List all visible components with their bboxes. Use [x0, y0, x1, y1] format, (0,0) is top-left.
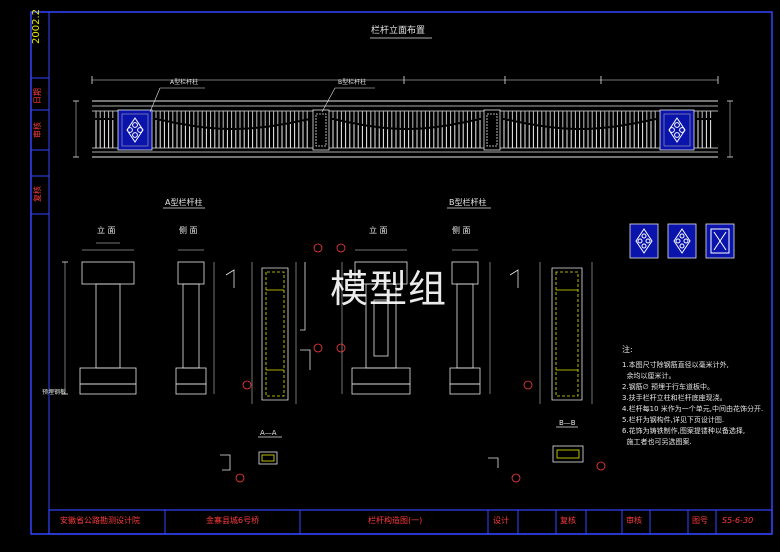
title-project: 金寨县城6号桥: [206, 516, 260, 525]
notes-block: 注: 1.本图尺寸除钢筋直径以毫米计外, 余均以厘米计。 2.钢筋∅ 预埋于行车道…: [622, 346, 763, 448]
left-strip-review: 审核: [33, 122, 42, 138]
left-strip-year: 2002.2: [31, 9, 42, 44]
title-design-label: 设计: [493, 516, 509, 525]
section-bb: B—B: [559, 419, 576, 427]
note-line: 6.花饰为铸铁制作,图案提镂种以备选择,: [622, 427, 746, 435]
note-line: 1.本图尺寸除钢筋直径以毫米计外,: [622, 361, 729, 369]
b-type-details: [341, 207, 593, 468]
middle-posts: [312, 109, 501, 151]
view-side-a: 侧 面: [179, 226, 198, 235]
title-drawing-name: 栏杆构造图(一): [368, 516, 423, 525]
base-label: 预埋钢板: [42, 389, 67, 396]
section-b-title: B型栏杆柱: [449, 198, 487, 207]
view-front-b: 立 面: [369, 226, 388, 235]
label-a-post: A型栏杆柱: [170, 79, 199, 86]
notes-lines: 1.本图尺寸除钢筋直径以毫米计外, 余均以厘米计。 2.钢筋∅ 预埋于行车道板中。…: [622, 360, 763, 448]
left-strip-date: 日期: [33, 88, 42, 104]
title-check-label: 复核: [560, 516, 576, 525]
notes-heading: 注:: [622, 345, 633, 354]
ornament-post-left: [117, 109, 153, 151]
title-institute: 安徽省公路勘测设计院: [60, 516, 140, 525]
title-review-label: 审核: [626, 516, 642, 525]
title-number-value: S5-6-30: [722, 516, 754, 525]
note-line: 3.扶手栏杆立柱和栏杆底座现浇。: [622, 394, 727, 402]
note-line: 4.栏杆每10 米作为一个单元,中间由花饰分开.: [622, 405, 764, 413]
note-line: 2.钢筋∅ 预埋于行车道板中。: [622, 383, 715, 391]
title-number-label: 图号: [692, 516, 708, 525]
balusters: [95, 111, 712, 148]
main-title: 栏杆立面布置: [371, 26, 426, 36]
watermark: 模型组: [330, 267, 448, 311]
a-type-details: [62, 207, 311, 471]
note-line: 5.栏杆为钢构件,详见下页设计图.: [622, 416, 725, 424]
callout-markers: [235, 243, 606, 483]
view-side-b: 侧 面: [452, 226, 471, 235]
ornament-post-right: [659, 109, 695, 151]
left-strip-check: 复核: [33, 186, 42, 202]
title-block: [48, 509, 773, 535]
view-front-a: 立 面: [97, 226, 116, 235]
note-line: 施工者也可另选图案.: [622, 438, 692, 446]
ornament-samples: [629, 223, 735, 259]
note-line: 余均以厘米计。: [622, 372, 676, 380]
label-b-post: B型栏杆柱: [338, 79, 367, 86]
section-aa: A—A: [260, 429, 277, 437]
section-a-title: A型栏杆柱: [165, 198, 203, 207]
